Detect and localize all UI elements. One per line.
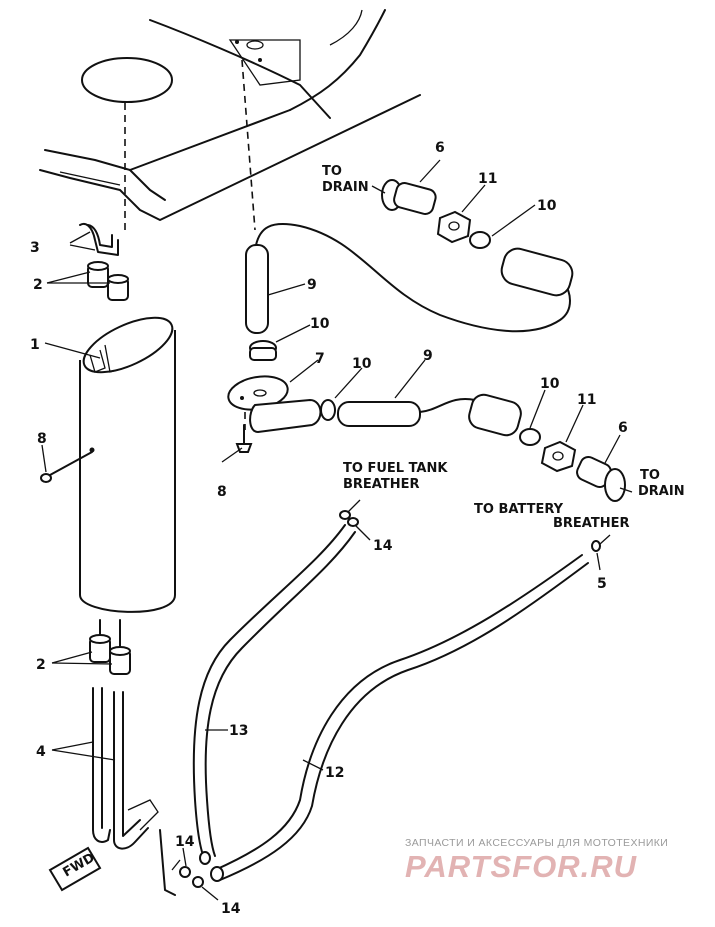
watermark: ЗАПЧАСТИ И АКСЕССУАРЫ ДЛЯ МОТОТЕХНИКИ PA… (405, 837, 668, 884)
callout-9-middle: 9 (423, 348, 433, 364)
destination-labels: TO DRAIN TO DRAIN TO FUEL TANK BREATHER … (322, 164, 685, 531)
upper-hose-assembly (245, 223, 571, 361)
callout-12: 12 (325, 765, 344, 781)
callout-5: 5 (597, 576, 607, 592)
middle-hose-assembly (337, 393, 633, 502)
bracket-part-7 (227, 375, 336, 434)
watermark-brand: PARTSFOR.RU (405, 849, 638, 884)
to-drain-right-line2: DRAIN (638, 484, 685, 499)
callout-10-right: 10 (540, 376, 560, 392)
callout-1: 1 (30, 337, 40, 353)
breather-hoses (192, 524, 589, 882)
fuel-tank-line1: TO FUEL TANK (343, 461, 448, 476)
callout-11-upper: 11 (478, 171, 497, 187)
callout-14-upper: 14 (373, 538, 393, 554)
fitting-part-5 (591, 540, 601, 552)
callout-14-lower-left: 14 (175, 834, 195, 850)
clips-part-14 (179, 510, 359, 888)
battery-line1: TO BATTERY (474, 502, 564, 517)
lower-bracket (159, 829, 176, 896)
to-drain-top-line2: DRAIN (322, 180, 369, 195)
callout-6-top: 6 (435, 140, 445, 156)
callout-7: 7 (315, 351, 325, 367)
pipe-part-3 (79, 222, 119, 256)
upper-drain-assembly (381, 179, 574, 297)
callout-11-right: 11 (577, 392, 596, 408)
callout-8-lower: 8 (217, 484, 227, 500)
callout-6-right: 6 (618, 420, 628, 436)
callout-10-upper-left: 10 (310, 316, 330, 332)
callout-14-lower: 14 (221, 901, 241, 917)
callout-3: 3 (30, 240, 40, 256)
battery-line2: BREATHER (553, 516, 630, 531)
callout-9-upper: 9 (307, 277, 317, 293)
fuel-tank-line2: BREATHER (343, 477, 420, 492)
frame-panel (39, 9, 421, 221)
pipes-part-4 (92, 687, 159, 850)
grommets-bottom (89, 634, 131, 675)
grommets-top (87, 261, 129, 301)
to-drain-top-line1: TO (322, 164, 342, 179)
watermark-tagline: ЗАПЧАСТИ И АКСЕССУАРЫ ДЛЯ МОТОТЕХНИКИ (405, 837, 668, 849)
callout-4: 4 (36, 744, 46, 760)
callout-13: 13 (229, 723, 248, 739)
forward-arrow-icon: FWD (48, 846, 102, 892)
screw-part-8-left (40, 451, 93, 483)
callout-2-top: 2 (33, 277, 43, 293)
callout-10-upper-right: 10 (537, 198, 557, 214)
mount-guide-line (241, 59, 256, 231)
callout-8-left: 8 (37, 431, 47, 447)
breather-tank (79, 316, 176, 613)
tank-opening (81, 57, 173, 230)
callout-2-bottom: 2 (36, 657, 46, 673)
callout-numbers: 1 2 2 3 4 5 6 6 7 8 8 9 9 10 10 10 10 11… (30, 140, 628, 917)
screw-part-8-lower (235, 424, 253, 453)
to-drain-right-line1: TO (640, 468, 660, 483)
callout-10-middle: 10 (352, 356, 372, 372)
leader-lines (41, 159, 621, 901)
